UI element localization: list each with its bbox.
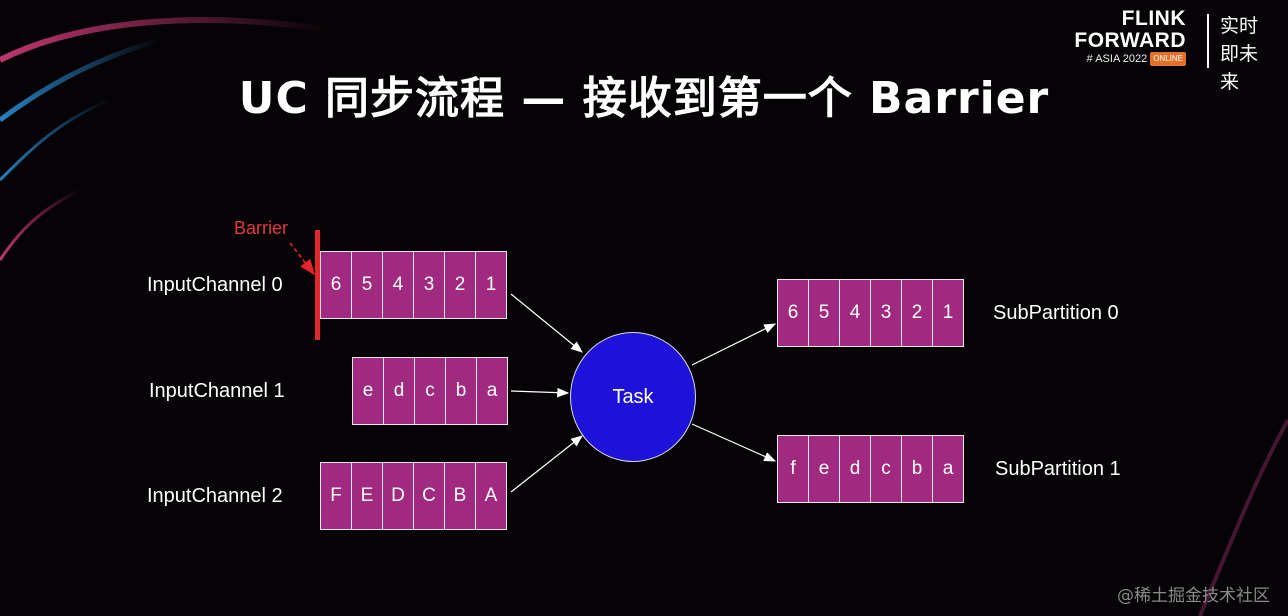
queue-cell: 3 <box>870 280 901 346</box>
queue-cell: 3 <box>413 252 444 318</box>
logo-divider <box>1207 14 1209 68</box>
queue-cell: c <box>870 436 901 502</box>
barrier-pointer-arrow <box>289 242 315 276</box>
subpartition-1-label: SubPartition 1 <box>995 458 1121 480</box>
queue-cell: 5 <box>808 280 839 346</box>
queue-cell: d <box>383 358 414 424</box>
queue-cell: F <box>330 485 342 506</box>
logo-line-2: FORWARD <box>1074 29 1186 52</box>
queue-cell: b <box>901 436 932 502</box>
queue-cell: a <box>932 436 963 502</box>
queue-cell: a <box>476 358 507 424</box>
queue-cell: 2 <box>901 280 932 346</box>
input-channel-1-queue: e d c b a <box>352 357 508 425</box>
queue-cell: e <box>362 380 374 401</box>
subpartition-0-label: SubPartition 0 <box>993 302 1119 324</box>
queue-cell: C <box>413 463 444 529</box>
input-channel-0-queue: 6 5 4 3 2 1 <box>320 251 507 319</box>
queue-cell: 5 <box>351 252 382 318</box>
input-channel-1-label: InputChannel 1 <box>149 380 285 402</box>
logo-slogan: 实时即未来 <box>1220 15 1259 93</box>
task-node: Task <box>570 332 696 462</box>
queue-cell: e <box>808 436 839 502</box>
queue-cell: B <box>444 463 475 529</box>
logo-online-badge: ONLINE <box>1150 52 1186 67</box>
queue-cell: 2 <box>444 252 475 318</box>
queue-cell: 6 <box>787 302 799 323</box>
arrow-input2-to-task <box>510 435 583 493</box>
queue-cell: 6 <box>330 274 342 295</box>
input-channel-2-label: InputChannel 2 <box>147 485 283 507</box>
arrow-task-to-output1 <box>691 423 777 462</box>
queue-cell: 4 <box>839 280 870 346</box>
input-channel-2-queue: F E D C B A <box>320 462 507 530</box>
logo-line-1: FLINK <box>1121 7 1186 30</box>
queue-cell: E <box>351 463 382 529</box>
barrier-marker <box>315 230 320 340</box>
queue-cell: 4 <box>382 252 413 318</box>
watermark: @稀土掘金技术社区 <box>1117 586 1270 606</box>
barrier-label: Barrier <box>234 218 289 238</box>
queue-cell: 1 <box>932 280 963 346</box>
arrow-input0-to-task <box>510 293 583 353</box>
subpartition-0-queue: 6 5 4 3 2 1 <box>777 279 964 347</box>
arrow-task-to-output0 <box>691 323 777 366</box>
logo-event: # ASIA 2022 <box>1086 53 1148 65</box>
queue-cell: d <box>839 436 870 502</box>
subpartition-1-queue: f e d c b a <box>777 435 964 503</box>
queue-cell: f <box>790 458 796 479</box>
queue-cell: 1 <box>475 252 506 318</box>
arrow-input1-to-task <box>510 387 570 398</box>
task-label: Task <box>612 385 654 408</box>
slide-title: UC 同步流程 — 接收到第一个 Barrier <box>238 73 1050 124</box>
queue-cell: D <box>382 463 413 529</box>
input-channel-0-label: InputChannel 0 <box>147 274 283 296</box>
queue-cell: b <box>445 358 476 424</box>
queue-cell: c <box>414 358 445 424</box>
queue-cell: A <box>475 463 506 529</box>
